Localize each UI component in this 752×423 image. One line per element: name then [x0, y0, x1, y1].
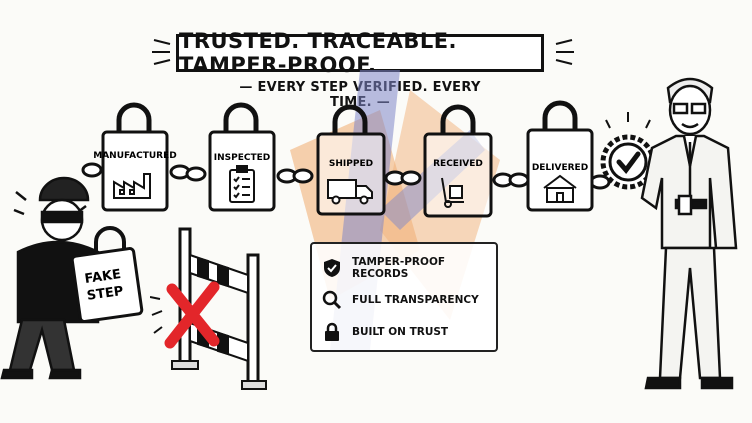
factory-icon — [113, 173, 151, 199]
step-label: RECEIVED — [433, 159, 483, 169]
title-sparkle-left-icon — [152, 39, 171, 65]
legend-label: BUILT ON TRUST — [352, 326, 449, 338]
clipboard-icon — [229, 165, 255, 203]
reject-x-icon — [164, 281, 220, 349]
legend-label: FULL TRANSPARENCY — [352, 294, 479, 306]
step-lock-shipped: SHIPPED — [316, 104, 386, 216]
step-label: INSPECTED — [214, 153, 270, 163]
legend-item: TAMPER-PROOF RECORDS — [322, 252, 486, 284]
legend-item: BUILT ON TRUST — [322, 316, 486, 348]
verification-chain: MANUFACTURED INSPECTED SHIPPED RECEIVE — [81, 100, 656, 218]
step-lock-delivered: DELIVERED — [526, 100, 594, 212]
step-lock-received: RECEIVED — [423, 104, 493, 218]
legend-label: TAMPER-PROOF RECORDS — [352, 256, 446, 280]
businessman-figure — [640, 77, 738, 390]
fake-step-label: FAKE — [84, 267, 122, 287]
fake-step-lock: FAKE STEP — [70, 226, 144, 323]
features-legend: TAMPER-PROOF RECORDS FULL TRANSPARENCY B… — [310, 242, 498, 352]
hand-truck-icon — [441, 177, 464, 208]
thief-figure: FAKE STEP — [0, 176, 144, 380]
rejection-barrier — [150, 227, 267, 390]
step-label: DELIVERED — [532, 163, 588, 173]
shield-check-icon — [324, 259, 340, 277]
legend-item: FULL TRANSPARENCY — [322, 284, 486, 316]
step-label: SHIPPED — [329, 159, 373, 169]
magnifier-icon — [322, 290, 342, 310]
page-title: TRUSTED. TRACEABLE. TAMPER-PROOF. — [176, 29, 544, 77]
house-icon — [543, 174, 577, 203]
padlock-icon — [325, 322, 339, 341]
fake-step-label: STEP — [86, 284, 124, 304]
checkmark-icon — [616, 151, 641, 174]
step-label: MANUFACTURED — [93, 151, 176, 161]
title-sparkle-right-icon — [555, 39, 574, 65]
step-lock-manufactured: MANUFACTURED — [93, 102, 177, 212]
step-lock-inspected: INSPECTED — [208, 102, 276, 212]
truck-icon — [327, 179, 373, 205]
